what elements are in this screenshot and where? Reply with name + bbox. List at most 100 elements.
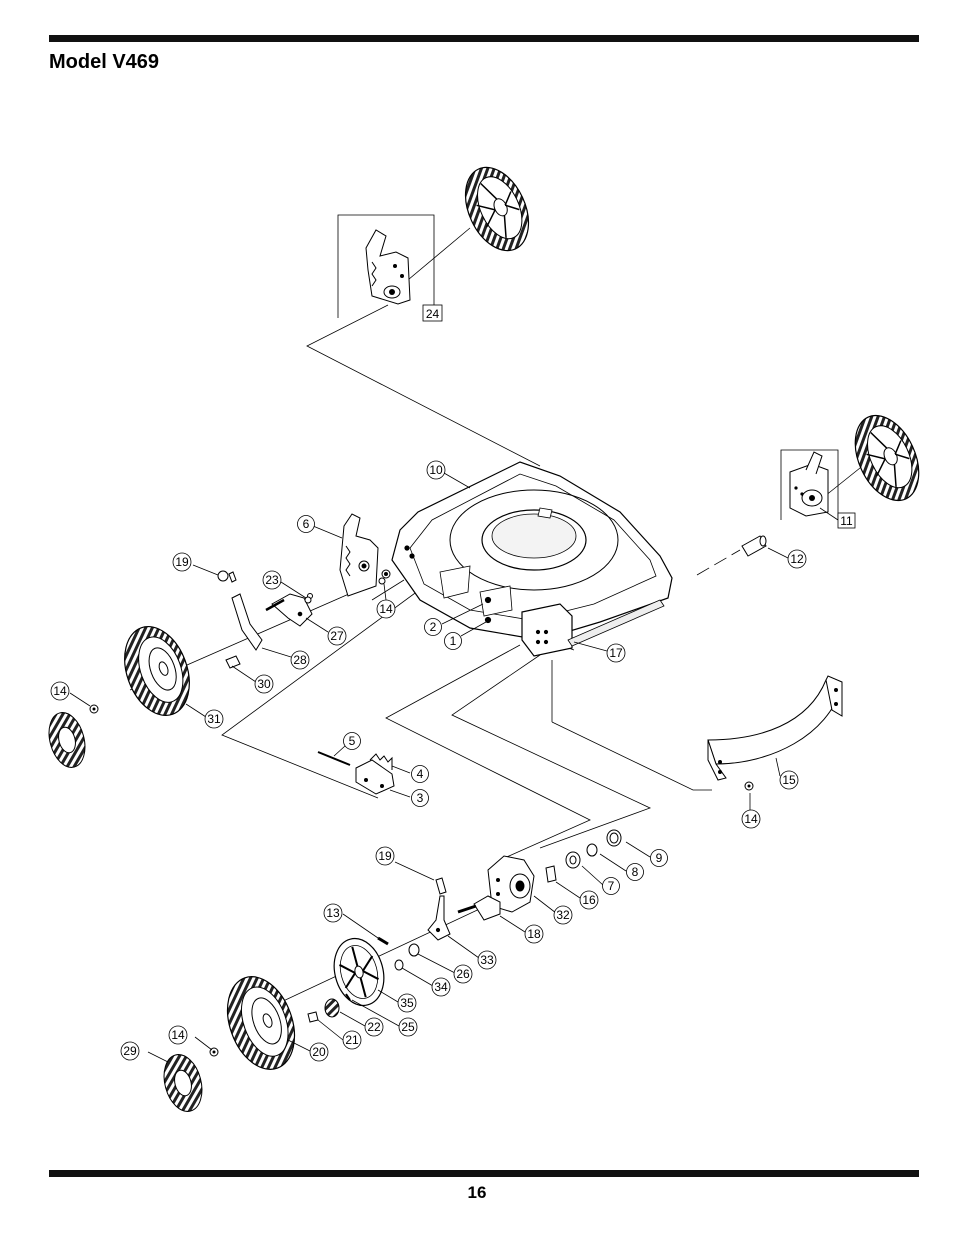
svg-text:14: 14 (744, 812, 758, 826)
svg-text:14: 14 (53, 684, 67, 698)
svg-text:8: 8 (632, 865, 639, 879)
svg-text:32: 32 (556, 908, 570, 922)
top-rule (49, 35, 919, 42)
svg-text:29: 29 (123, 1044, 137, 1058)
callout-10: 10 (426, 460, 446, 480)
page-number: 16 (467, 1183, 487, 1202)
callout-9: 9 (650, 849, 668, 867)
svg-text:21: 21 (345, 1033, 359, 1047)
callout-14a: 14 (376, 599, 396, 619)
callout-29: 29 (120, 1041, 140, 1061)
svg-text:5: 5 (349, 734, 356, 748)
callout-5: 5 (343, 732, 361, 750)
svg-text:35: 35 (400, 996, 414, 1010)
lever-28 (217, 570, 263, 669)
svg-text:19: 19 (175, 555, 189, 569)
svg-text:24: 24 (426, 307, 440, 321)
callout-27: 27 (327, 626, 347, 646)
height-adjuster-6 (339, 513, 391, 597)
axle-spacer-12 (741, 535, 767, 557)
svg-text:22: 22 (367, 1020, 381, 1034)
callout-14c: 14 (168, 1025, 188, 1045)
svg-text:18: 18 (527, 927, 541, 941)
svg-text:13: 13 (326, 906, 340, 920)
callout-20: 20 (309, 1042, 329, 1062)
svg-text:16: 16 (582, 893, 596, 907)
svg-text:12: 12 (790, 552, 804, 566)
svg-text:9: 9 (656, 851, 663, 865)
callout-3: 3 (411, 789, 429, 807)
mower-deck-10 (391, 461, 673, 657)
callout-28: 28 (290, 650, 310, 670)
svg-text:14: 14 (171, 1028, 185, 1042)
svg-text:7: 7 (608, 879, 615, 893)
callout-2: 2 (424, 618, 442, 636)
svg-text:1: 1 (450, 634, 457, 648)
svg-text:19: 19 (378, 849, 392, 863)
svg-text:17: 17 (609, 646, 623, 660)
svg-text:4: 4 (417, 767, 424, 781)
rear-wheel-top (464, 166, 530, 252)
svg-text:33: 33 (480, 953, 494, 967)
bracket-3-4-5 (317, 751, 395, 795)
callout-16: 16 (579, 890, 599, 910)
callout-19a: 19 (172, 552, 192, 572)
callout-11: 11 (837, 512, 856, 529)
svg-text:27: 27 (330, 629, 344, 643)
svg-text:10: 10 (429, 463, 443, 477)
callout-25: 25 (398, 1017, 418, 1037)
callout-7: 7 (602, 877, 620, 895)
callout-23: 23 (262, 570, 282, 590)
callout-17: 17 (606, 643, 626, 663)
svg-text:28: 28 (293, 653, 307, 667)
nut-14d (744, 781, 754, 791)
axle-18 (457, 895, 501, 921)
callout-32: 32 (553, 905, 573, 925)
bolt-13 (377, 936, 389, 946)
svg-text:11: 11 (840, 514, 853, 528)
lever-19-33 (427, 877, 451, 941)
callout-15: 15 (779, 770, 799, 790)
wheel-20 (226, 976, 296, 1070)
wheel-31 (124, 625, 190, 717)
drive-gear-35 (333, 937, 385, 1007)
hubcap-left (48, 712, 86, 768)
svg-text:20: 20 (312, 1045, 326, 1059)
callout-6: 6 (297, 515, 315, 533)
washers-26-34 (394, 943, 420, 971)
callout-33: 33 (477, 950, 497, 970)
callout-18: 18 (524, 924, 544, 944)
callout-13: 13 (323, 903, 343, 923)
callout-24: 24 (422, 304, 443, 322)
callout-14d: 14 (741, 809, 761, 829)
svg-text:3: 3 (417, 791, 424, 805)
callout-1: 1 (444, 632, 462, 650)
callout-34: 34 (431, 977, 451, 997)
callout-4: 4 (411, 765, 429, 783)
svg-text:25: 25 (401, 1020, 415, 1034)
page-title: Model V469 (49, 51, 160, 73)
svg-text:14: 14 (379, 602, 393, 616)
svg-text:31: 31 (207, 712, 221, 726)
nut-left (89, 704, 99, 714)
callout-labels: 1 2 3 4 5 6 7 8 9 10 11 12 13 14 14 14 1… (50, 304, 856, 1062)
svg-text:30: 30 (257, 677, 271, 691)
pinion-21-22-25 (307, 993, 351, 1023)
callout-21: 21 (342, 1030, 362, 1050)
rear-wheel-right (854, 414, 920, 502)
svg-text:26: 26 (456, 967, 470, 981)
svg-text:23: 23 (265, 573, 279, 587)
rear-flap-15 (707, 675, 843, 781)
callout-30: 30 (254, 674, 274, 694)
height-adjuster-assembly-24 (337, 214, 435, 318)
svg-text:6: 6 (303, 517, 310, 531)
height-adjuster-assembly-11 (780, 449, 839, 520)
callout-35: 35 (397, 993, 417, 1013)
hubcap-29 (163, 1054, 203, 1112)
svg-text:2: 2 (430, 620, 437, 634)
bottom-rule (49, 1170, 919, 1177)
leader-lines (69, 472, 839, 1063)
callout-31: 31 (204, 709, 224, 729)
misc-small-parts (228, 571, 386, 604)
